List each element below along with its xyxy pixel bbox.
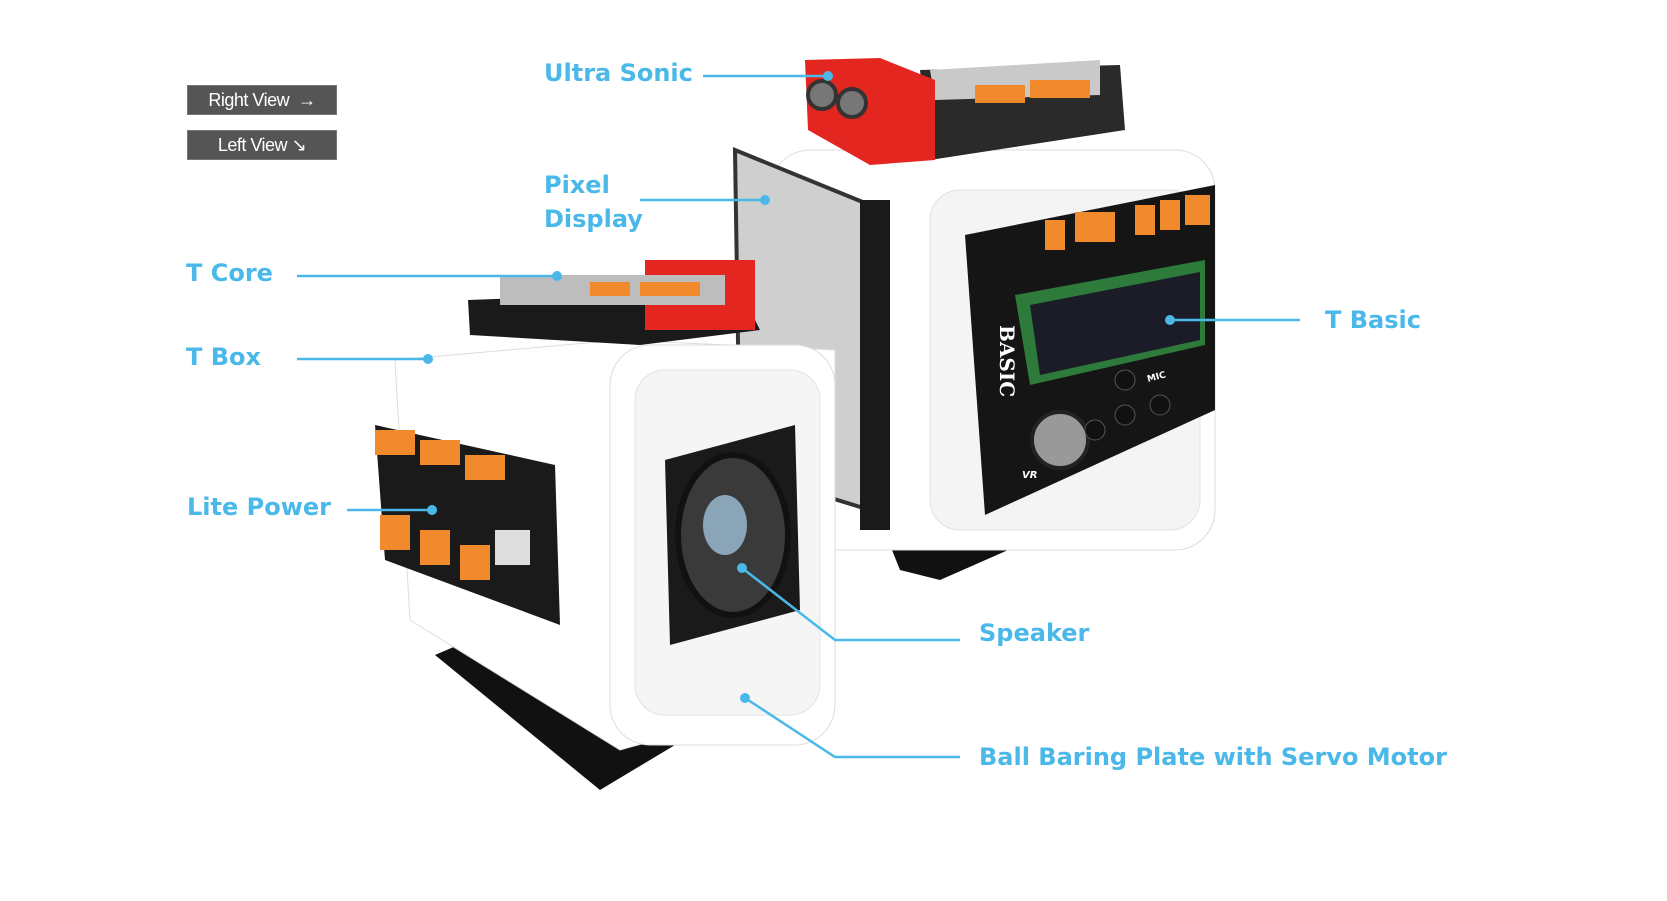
- right-cube: BASIC VR MIC: [732, 58, 1216, 580]
- label-ball-bearing-plate: Ball Baring Plate with Servo Motor: [979, 743, 1447, 771]
- mic-board-text: MIC: [1146, 370, 1167, 385]
- label-t-box: T Box: [186, 343, 261, 371]
- left-view-label: Left View: [217, 134, 288, 155]
- speaker: [665, 425, 800, 645]
- right-view-button[interactable]: Right View →: [187, 85, 337, 115]
- arrow-down-right-icon: ↘: [291, 134, 307, 155]
- callout-dots: [423, 71, 1175, 703]
- left-cube: [375, 260, 836, 790]
- right-view-label: Right View: [208, 89, 290, 110]
- callout-line-ball-plate: [744, 696, 960, 759]
- lite-power-board: [375, 425, 560, 625]
- label-ultra-sonic: Ultra Sonic: [544, 59, 693, 87]
- arrow-right-icon: →: [298, 89, 316, 110]
- label-pixel-display-line1: Pixel: [544, 171, 610, 199]
- ultrasonic-sensor: [805, 58, 1125, 165]
- callout-line-speaker: [741, 567, 960, 642]
- vr-knob: [1030, 410, 1090, 470]
- label-t-basic: T Basic: [1325, 306, 1421, 334]
- basic-board-text: BASIC: [995, 325, 1019, 397]
- label-speaker: Speaker: [979, 619, 1090, 647]
- t-basic-board: BASIC VR MIC: [965, 185, 1215, 515]
- t-core-board: [468, 260, 760, 345]
- label-t-core: T Core: [186, 259, 273, 287]
- callout-lines: [297, 74, 1300, 759]
- vr-board-text: VR: [1022, 470, 1037, 481]
- label-lite-power: Lite Power: [187, 493, 331, 521]
- label-pixel-display-line2: Display: [544, 205, 643, 233]
- left-view-button[interactable]: Left View ↘: [187, 130, 337, 160]
